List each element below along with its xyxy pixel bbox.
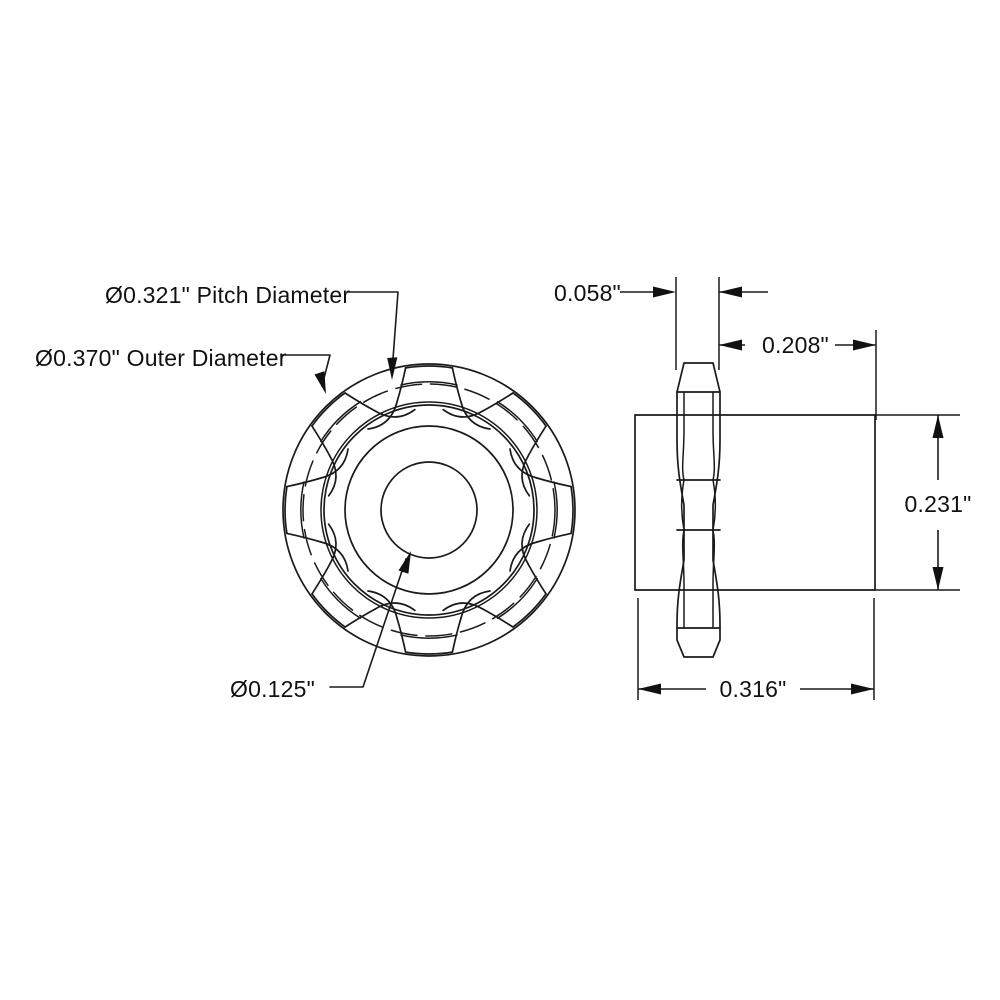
outer-diameter-label: Ø0.370" Outer Diameter [35,345,287,371]
gear-side-section-view [634,362,876,658]
dimension-flange-thickness: 0.058" [554,280,768,306]
dimension-hub-diameter: 0.231" [875,414,972,591]
dimension-arrowhead [853,339,876,351]
hub-inner-circle [344,425,514,595]
leader-arrowhead [314,371,326,394]
pitch-diameter-leader [346,291,399,380]
dimension-arrowhead [932,415,944,438]
dimension-arrowhead [851,683,874,695]
gear-tooth [311,523,416,628]
root-circle [320,401,538,619]
gear-tooth [442,523,547,628]
dimension-arrowhead [719,339,742,351]
dimension-arrowhead [932,567,944,590]
outer-diameter-circle [282,363,576,657]
dimension-overall-length-text: 0.316" [720,676,787,702]
gear-tooth [442,392,547,497]
gear-tooth [311,392,416,497]
dimension-arrowhead [653,286,676,298]
hub-outer-circle [323,404,535,616]
gear-tooth [367,365,491,430]
gear-face-view: Ø0.321" Pitch Diameter Ø0.370" Outer Dia… [35,282,576,702]
gear-tooth [367,590,491,655]
gear-tooth [509,448,574,572]
bore-circle [380,461,478,559]
gear-teeth-group [284,365,574,655]
dimension-flange-thickness-text: 0.058" [554,280,621,306]
bore-diameter-label: Ø0.125" [230,676,315,702]
leader-arrowhead [398,551,411,574]
pitch-diameter-label: Ø0.321" Pitch Diameter [105,282,350,308]
flange-tooth-profile [676,362,721,658]
leader-arrowhead [387,357,398,380]
dimension-arrowhead [719,286,742,298]
dimension-annotations: 0.058" 0.208" 0.231" [554,277,971,702]
gear-tooth [284,448,349,572]
bore-diameter-leader [329,551,411,688]
dimension-hub-length: 0.208" [719,332,876,358]
hub-body-outline [634,414,876,591]
dimension-overall-length: 0.316" [637,598,875,702]
pitch-diameter-circle [302,383,556,637]
dimension-hub-diameter-text: 0.231" [905,491,972,517]
dimension-hub-length-text: 0.208" [762,332,829,358]
outer-diameter-leader [280,354,331,394]
dimension-arrowhead [638,683,661,695]
